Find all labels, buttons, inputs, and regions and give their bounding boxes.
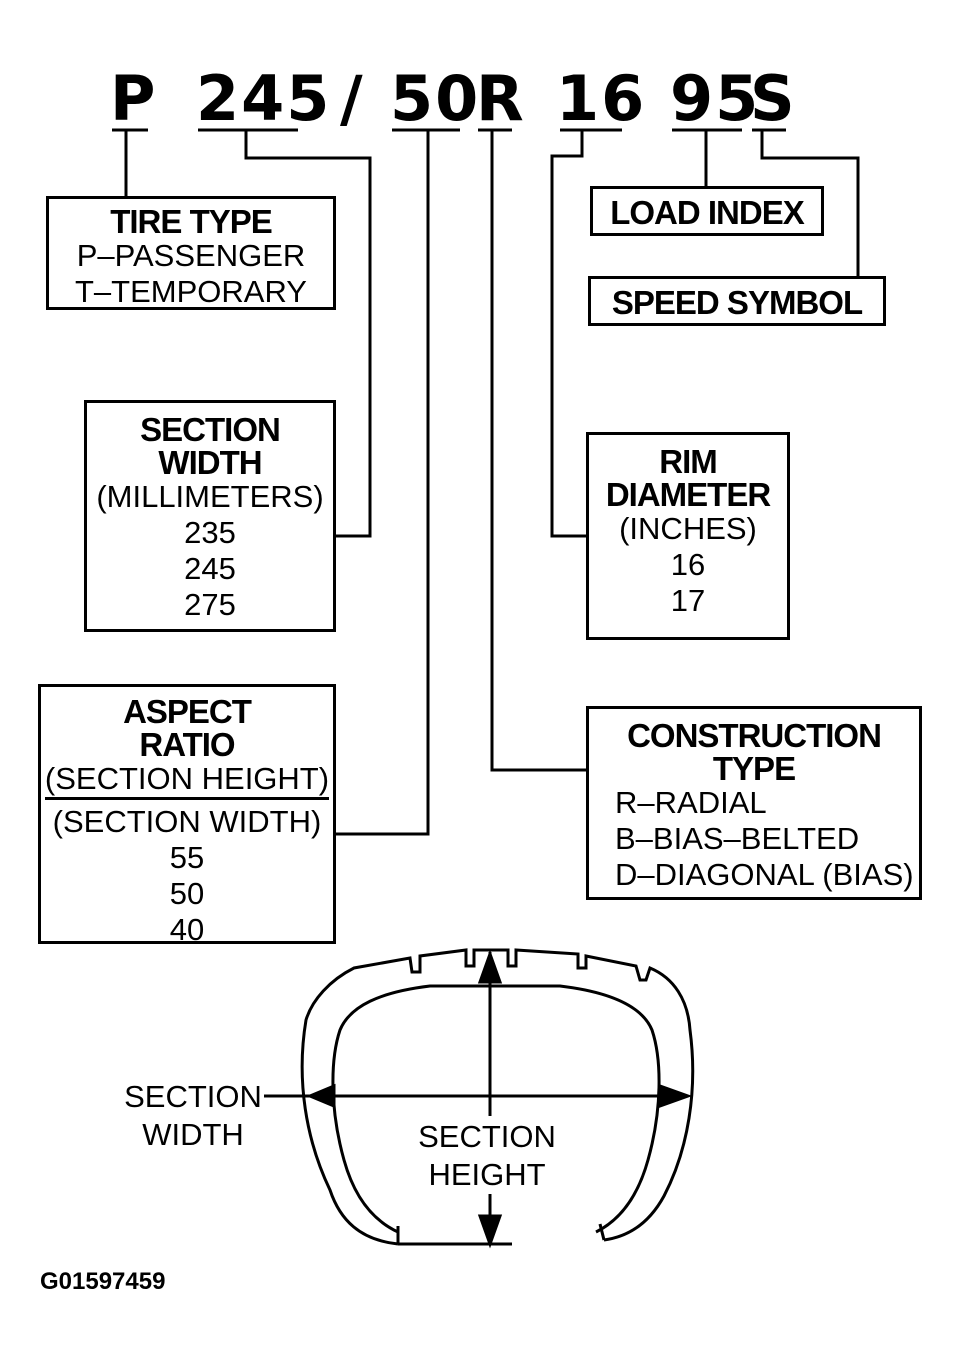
tire-type-item: P–PASSENGER: [76, 238, 306, 273]
tire-type-title: TIRE TYPE: [110, 203, 273, 240]
construction-type-item: R–RADIAL: [615, 785, 767, 820]
section-width-value: 245: [184, 551, 236, 586]
section-height-dimension: [477, 949, 503, 1249]
code-slash: /: [340, 62, 365, 135]
speed-symbol-box: SPEED SYMBOL: [588, 276, 886, 326]
code-rim-diameter: 16: [556, 62, 647, 135]
tire-type-item: T–TEMPORARY: [75, 274, 307, 309]
aspect-ratio-denominator: (SECTION WIDTH): [52, 804, 322, 839]
aspect-ratio-numerator: (SECTION HEIGHT): [44, 761, 330, 800]
rim-diameter-value: 17: [670, 583, 706, 618]
section-width-value: 275: [184, 587, 236, 622]
construction-type-title: CONSTRUCTION: [627, 717, 882, 754]
code-construction: R: [476, 62, 526, 135]
construction-type-box: CONSTRUCTION TYPE R–RADIAL B–BIAS–BELTED…: [586, 706, 922, 900]
section-width-value: 235: [184, 515, 236, 550]
tire-type-box: TIRE TYPE P–PASSENGER T–TEMPORARY: [46, 196, 336, 310]
rim-diameter-unit: (INCHES): [619, 511, 757, 546]
load-index-box: LOAD INDEX: [590, 186, 824, 236]
aspect-ratio-box: ASPECT RATIO (SECTION HEIGHT) (SECTION W…: [38, 684, 336, 947]
aspect-ratio-value: 55: [169, 840, 205, 875]
aspect-ratio-value: 40: [169, 912, 205, 947]
load-index-title: LOAD INDEX: [610, 194, 805, 231]
figure-id: G01597459: [40, 1268, 166, 1295]
rim-diameter-box: RIM DIAMETER (INCHES) 16 17: [586, 432, 790, 640]
construction-type-title: TYPE: [712, 750, 796, 787]
tire-cross-section: [300, 948, 695, 1246]
section-width-title: WIDTH: [158, 444, 262, 481]
code-speed-symbol: S: [750, 62, 797, 135]
aspect-ratio-title: ASPECT: [123, 693, 252, 730]
section-height-label: SECTION HEIGHT: [412, 1118, 562, 1194]
speed-symbol-title: SPEED SYMBOL: [611, 284, 863, 321]
aspect-ratio-value: 50: [169, 876, 205, 911]
section-width-title: SECTION: [140, 411, 281, 448]
rim-diameter-title: RIM: [659, 443, 718, 480]
code-load-index: 95: [670, 62, 761, 135]
code-type-letter: P: [110, 62, 158, 135]
rim-diameter-value: 16: [670, 547, 706, 582]
section-width-label: SECTION WIDTH: [124, 1079, 262, 1152]
code-aspect-ratio: 50: [390, 62, 481, 135]
rim-diameter-title: DIAMETER: [605, 476, 771, 513]
code-section-width: 245: [196, 62, 332, 135]
construction-type-item: B–BIAS–BELTED: [615, 821, 860, 856]
construction-type-item: D–DIAGONAL (BIAS): [615, 857, 914, 892]
aspect-ratio-title: RATIO: [139, 726, 235, 763]
section-width-box: SECTION WIDTH (MILLIMETERS) 235 245 275: [84, 400, 336, 632]
section-width-dimension: [264, 1083, 693, 1109]
section-width-unit: (MILLIMETERS): [96, 479, 324, 514]
